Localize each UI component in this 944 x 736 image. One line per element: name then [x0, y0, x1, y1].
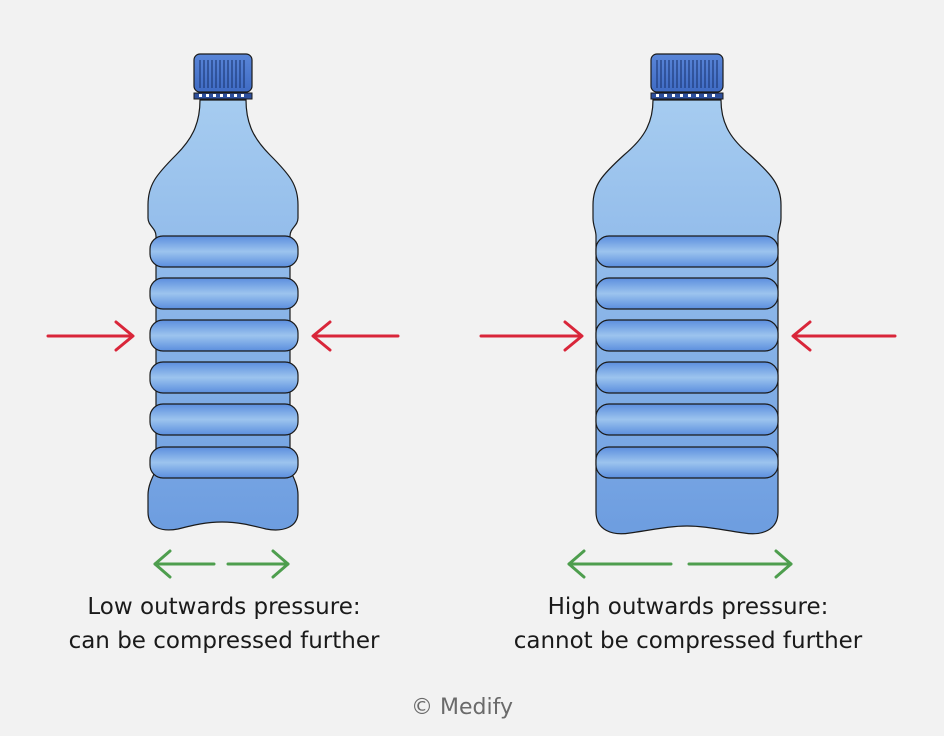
squeeze-arrow-left [46, 320, 135, 352]
copyright-notice: © Medify [411, 695, 513, 720]
caption-line-1: High outwards pressure: [547, 594, 829, 620]
caption-line-2: cannot be compressed further [513, 628, 863, 654]
pressure-arrows-high [567, 549, 793, 579]
pressure-arrows-low [153, 549, 290, 579]
squeeze-arrow-right [791, 320, 897, 352]
caption-low-pressure: Low outwards pressure: can be compressed… [14, 590, 434, 658]
bottle-cap [650, 53, 724, 100]
squeeze-arrow-left [479, 320, 584, 352]
bottle-cap [193, 53, 253, 100]
bottle-low-pressure [147, 53, 299, 531]
caption-line-2: can be compressed further [68, 628, 380, 654]
caption-high-pressure: High outwards pressure: cannot be compre… [478, 590, 898, 658]
caption-line-1: Low outwards pressure: [87, 594, 361, 620]
squeeze-arrow-right [311, 320, 400, 352]
bottle-ribs [149, 235, 299, 479]
bottle-high-pressure [592, 53, 782, 535]
bottle-ribs [595, 235, 779, 479]
